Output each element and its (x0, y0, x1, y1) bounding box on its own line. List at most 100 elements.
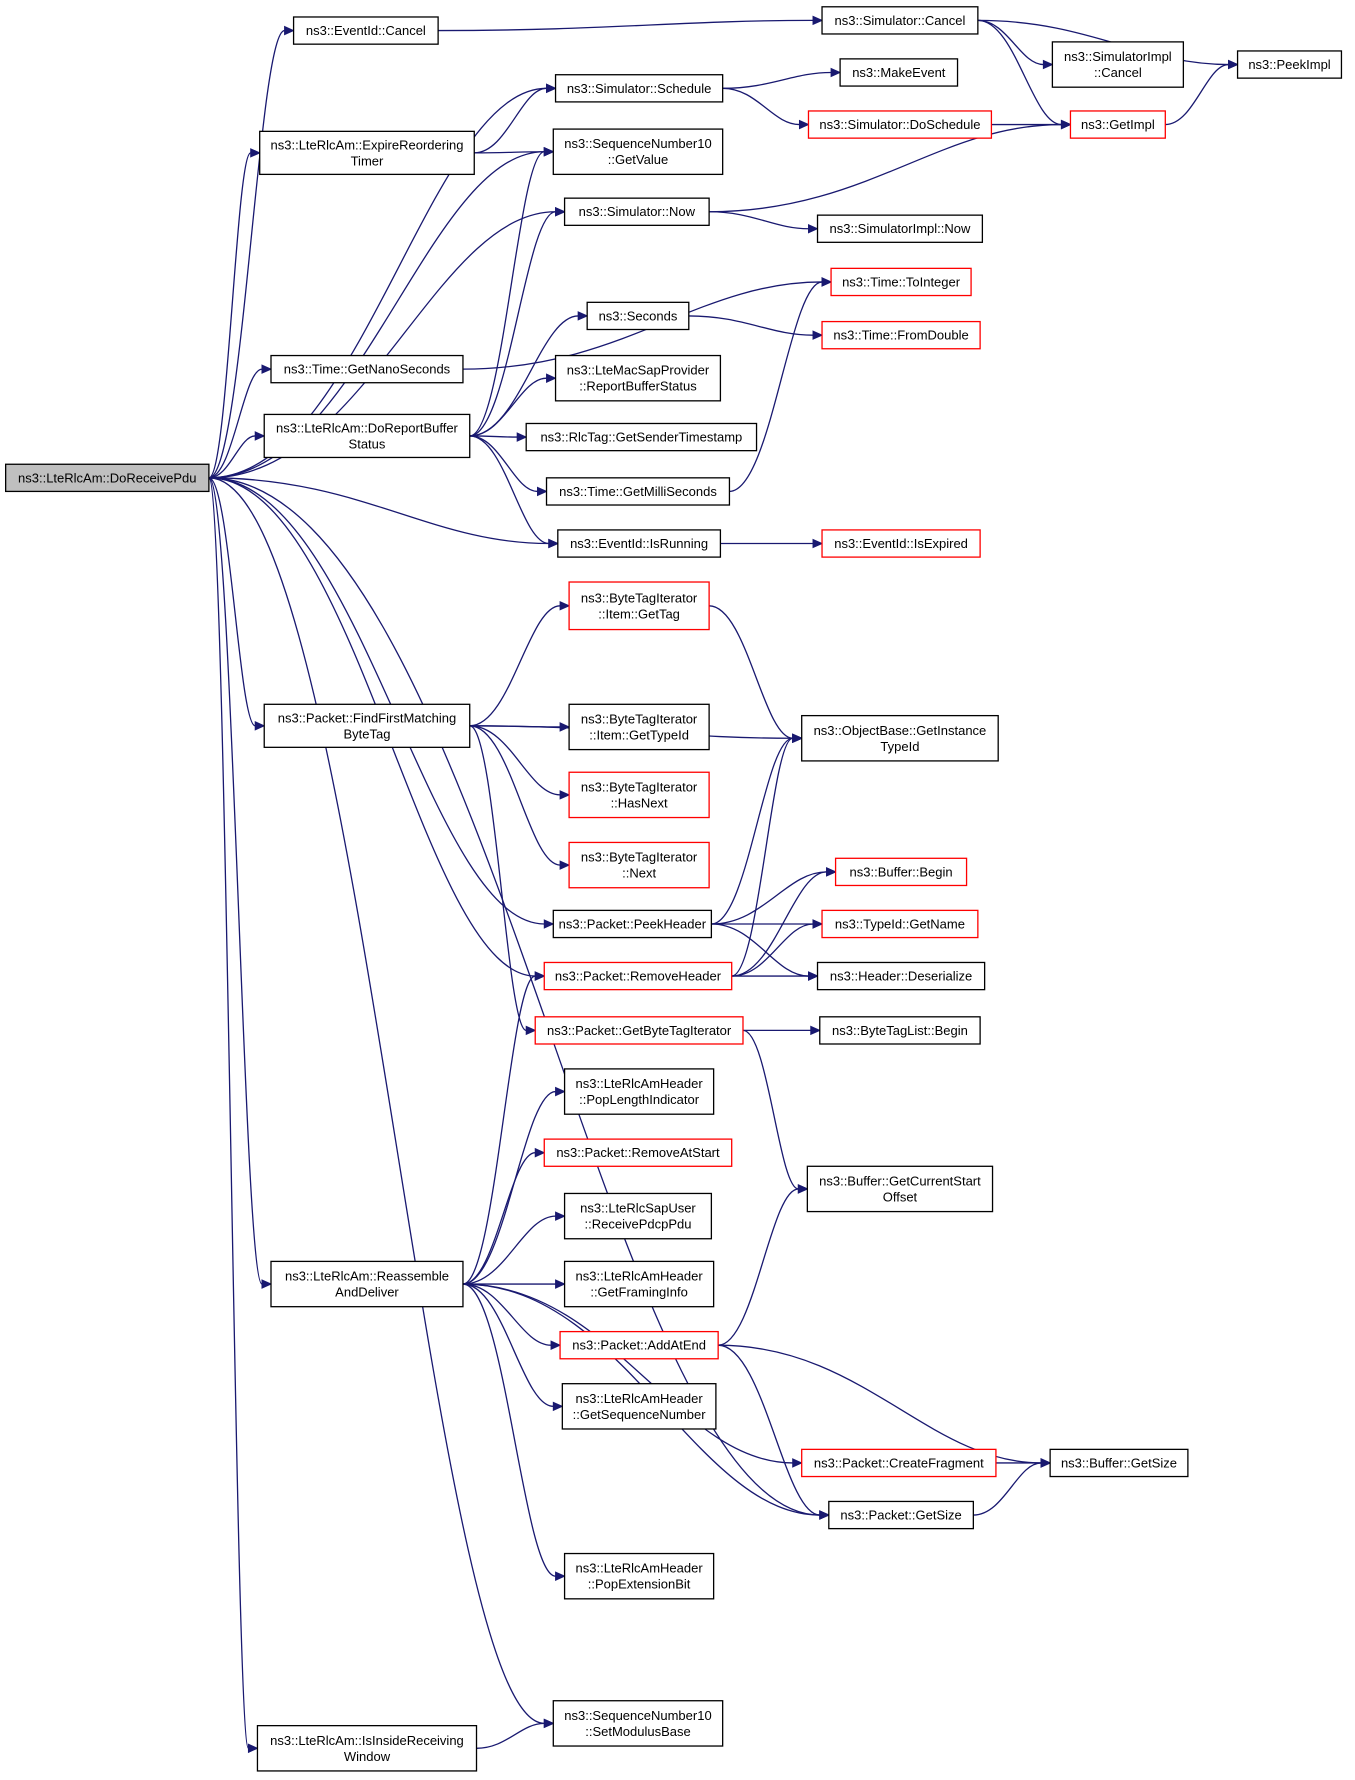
node-bufgetsize[interactable]: ns3::Buffer::GetSize (1049, 1448, 1189, 1478)
node-label: ns3::LteMacSapProvider (567, 363, 710, 378)
node-box (1069, 110, 1166, 139)
arrowhead (548, 538, 560, 549)
node-label: TypeId (880, 739, 919, 754)
node-label: ns3::EventId::IsExpired (834, 536, 968, 551)
node-makeevent[interactable]: ns3::MakeEvent (839, 58, 959, 87)
node-simimplnow[interactable]: ns3::SimulatorImpl::Now (816, 214, 984, 243)
node-setmod[interactable]: ns3::SequenceNumber10::SetModulusBase (552, 1700, 724, 1747)
node-getseqnum[interactable]: ns3::LteRlcAmHeader::GetSequenceNumber (561, 1383, 717, 1430)
node-removeatstart[interactable]: ns3::Packet::RemoveAtStart (543, 1138, 733, 1167)
arrowhead (543, 1718, 555, 1729)
arrowhead (812, 538, 824, 549)
node-getbytetagit[interactable]: ns3::Packet::GetByteTagIterator (534, 1016, 744, 1045)
call-edge (208, 368, 263, 479)
node-label: ns3::Simulator::Now (579, 204, 696, 219)
node-label: Offset (883, 1189, 918, 1204)
arrowhead (555, 1211, 566, 1221)
node-getnano[interactable]: ns3::Time::GetNanoSeconds (270, 354, 464, 384)
node-simnow[interactable]: ns3::Simulator::Now (563, 197, 710, 226)
node-box (568, 841, 710, 889)
node-simcancel[interactable]: ns3::Simulator::Cancel (821, 6, 979, 35)
arrowhead (525, 1025, 537, 1036)
node-label: ns3::Header::Deserialize (830, 969, 972, 984)
node-popext[interactable]: ns3::LteRlcAmHeader::PopExtensionBit (563, 1552, 715, 1600)
node-label: ::GetFramingInfo (590, 1285, 688, 1300)
call-edge (208, 211, 556, 479)
node-itemgettag[interactable]: ns3::ByteTagIterator::Item::GetTag (568, 581, 710, 631)
node-fromdouble[interactable]: ns3::Time::FromDouble (821, 320, 981, 350)
arrowhead (810, 1025, 822, 1036)
node-pktgetsize[interactable]: ns3::Packet::GetSize (828, 1500, 974, 1530)
node-hasnext[interactable]: ns3::ByteTagIterator::HasNext (568, 771, 710, 819)
node-itemgettypeid[interactable]: ns3::ByteTagIterator::Item::GetTypeId (568, 703, 710, 751)
call-edge (722, 87, 800, 126)
node-getimpl[interactable]: ns3::GetImpl (1069, 110, 1166, 139)
arrowhead (1228, 59, 1239, 70)
node-box (543, 1138, 733, 1167)
node-removeheader[interactable]: ns3::Packet::RemoveHeader (543, 961, 733, 991)
node-label: ns3::Time::FromDouble (833, 328, 968, 343)
arrowhead (555, 1086, 566, 1097)
node-label: ns3::Buffer::Begin (850, 864, 953, 879)
node-reportbuf[interactable]: ns3::LteMacSapProvider::ReportBufferStat… (554, 354, 722, 402)
node-schedule[interactable]: ns3::Simulator::Schedule (554, 74, 724, 103)
node-getmilli[interactable]: ns3::Time::GetMilliSeconds (545, 477, 731, 506)
call-edge (731, 737, 794, 977)
node-seqgetvalue[interactable]: ns3::SequenceNumber10::GetValue (552, 128, 724, 176)
arrowhead (555, 1279, 566, 1289)
node-box (568, 771, 710, 819)
arrowhead (250, 148, 261, 158)
call-edge (469, 725, 561, 728)
node-label: ::Cancel (1094, 65, 1142, 80)
node-isexpired[interactable]: ns3::EventId::IsExpired (821, 529, 981, 558)
node-bufbegin[interactable]: ns3::Buffer::Begin (834, 857, 968, 887)
node-simimplcancel[interactable]: ns3::SimulatorImpl::Cancel (1051, 41, 1185, 88)
node-typeidname[interactable]: ns3::TypeId::GetName (821, 909, 979, 939)
call-edge (718, 1344, 1042, 1464)
node-peekheader[interactable]: ns3::Packet::PeekHeader (552, 909, 713, 939)
node-next[interactable]: ns3::ByteTagIterator::Next (568, 841, 710, 889)
node-label: ns3::EventId::IsRunning (570, 536, 708, 551)
call-edge (977, 19, 1044, 66)
node-label: ns3::SimulatorImpl (1064, 49, 1172, 64)
node-box (563, 1192, 713, 1240)
node-createfrag[interactable]: ns3::Packet::CreateFragment (801, 1448, 997, 1478)
call-edge (731, 871, 827, 977)
call-edge (711, 871, 827, 925)
node-isrunning[interactable]: ns3::EventId::IsRunning (557, 529, 722, 558)
node-evcancel[interactable]: ns3::EventId::Cancel (292, 16, 439, 45)
node-sendertime[interactable]: ns3::RlcTag::GetSenderTimestamp (525, 422, 758, 452)
node-peekimpl[interactable]: ns3::PeekImpl (1236, 50, 1343, 79)
call-edge (469, 725, 527, 1032)
node-poplen[interactable]: ns3::LteRlcAmHeader::PopLengthIndicator (563, 1068, 715, 1115)
node-framinginfo[interactable]: ns3::LteRlcAmHeader::GetFramingInfo (563, 1260, 715, 1308)
call-edge (469, 725, 561, 866)
node-btlbegin[interactable]: ns3::ByteTagList::Begin (819, 1016, 981, 1045)
call-edge (469, 377, 547, 437)
call-edge (722, 71, 832, 89)
call-edge (469, 725, 561, 796)
node-recvpdcp[interactable]: ns3::LteRlcSapUser::ReceivePdcpPdu (563, 1192, 713, 1240)
node-label: ns3::ObjectBase::GetInstance (814, 723, 987, 738)
node-label: ::PopExtensionBit (588, 1577, 691, 1592)
node-doschedule[interactable]: ns3::Simulator::DoSchedule (807, 110, 993, 139)
node-deserialize[interactable]: ns3::Header::Deserialize (816, 961, 986, 991)
arrowhead (555, 206, 566, 217)
node-seconds[interactable]: ns3::Seconds (586, 301, 690, 331)
call-edge (709, 123, 1062, 213)
node-root[interactable]: ns3::LteRlcAm::DoReceivePdu (4, 463, 210, 493)
node-tointeger[interactable]: ns3::Time::ToInteger (830, 267, 972, 297)
node-addatend[interactable]: ns3::Packet::AddAtEnd (559, 1330, 719, 1360)
call-edge (469, 605, 561, 727)
call-edge (469, 211, 556, 437)
node-label: ns3::LteRlcAm::DoReportBuffer (276, 420, 459, 435)
node-label: ns3::ByteTagList::Begin (832, 1023, 968, 1038)
node-label: ns3::LteRlcAm::ExpireReordering (271, 137, 464, 152)
